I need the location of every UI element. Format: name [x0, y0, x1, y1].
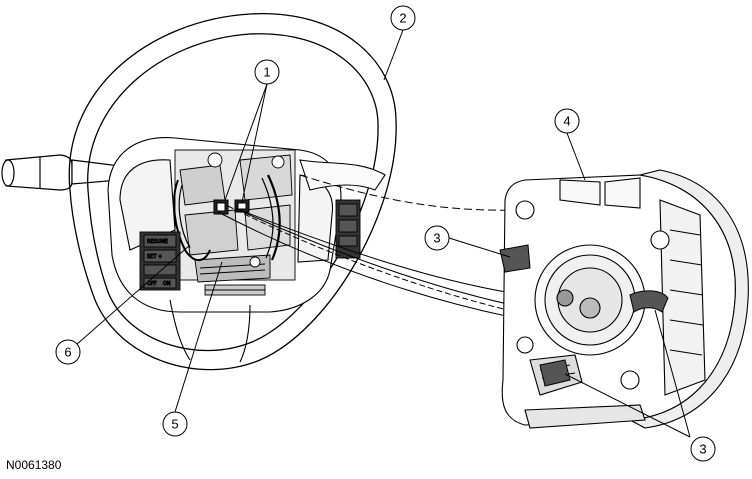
retaining-clips — [499, 244, 669, 387]
off-button-label: OFF — [147, 281, 157, 287]
hub-internals — [173, 149, 296, 296]
callout-6: 6 — [55, 339, 81, 365]
set-button-label: SET + — [147, 254, 162, 260]
callout-5-label: 5 — [171, 417, 178, 432]
turn-signal-stalk — [1, 154, 121, 191]
speed-control-switch-left: RESUME SET + OFF ON — [139, 231, 181, 291]
callout-1: 1 — [254, 59, 280, 85]
on-button-label: ON — [163, 281, 171, 287]
callout-3a: 3 — [424, 225, 450, 251]
callout-3b: 3 — [690, 436, 716, 462]
leader-lines — [67, 29, 691, 438]
callout-2: 2 — [390, 5, 416, 31]
resume-button-label: RESUME — [147, 239, 168, 245]
steering-wheel-rim — [68, 13, 397, 371]
callout-1-label: 1 — [263, 65, 270, 80]
callout-4: 4 — [554, 108, 580, 134]
driver-airbag-module — [501, 169, 749, 429]
callout-2-label: 2 — [399, 11, 406, 26]
figure-id: N0061380 — [6, 458, 62, 472]
speed-control-switch-right — [335, 199, 361, 259]
callout-6-label: 6 — [64, 345, 71, 360]
callout-4-label: 4 — [563, 114, 570, 129]
callout-5: 5 — [162, 411, 188, 437]
callout-3b-label: 3 — [699, 442, 706, 457]
callout-3a-label: 3 — [433, 231, 440, 246]
